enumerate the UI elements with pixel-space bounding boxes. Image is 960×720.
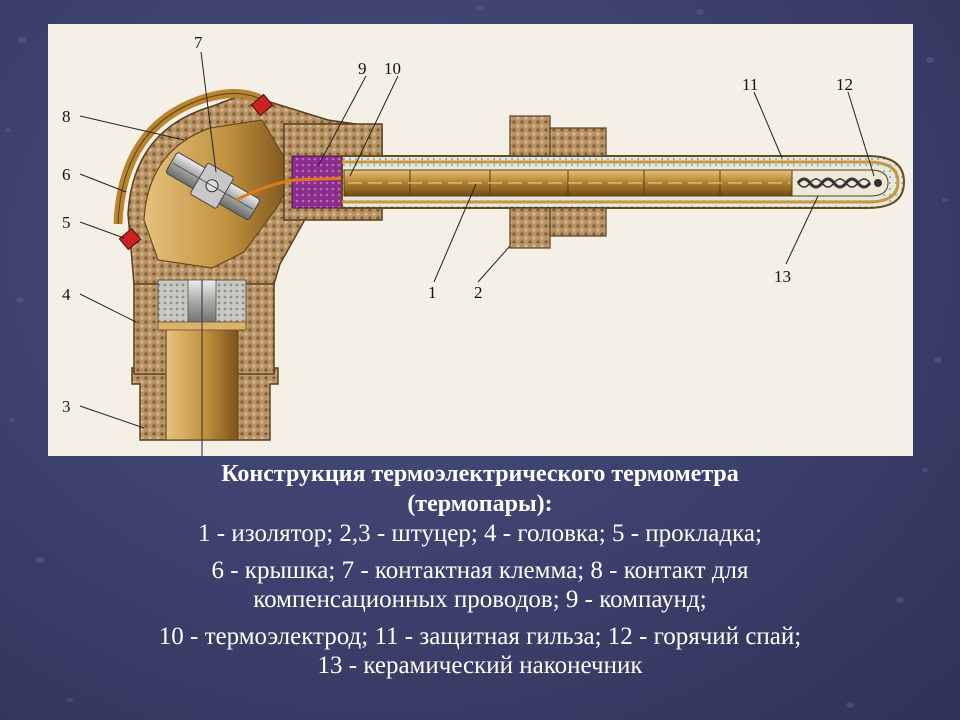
label-10: 10	[384, 59, 401, 78]
label-12: 12	[836, 75, 853, 94]
label-7: 7	[194, 33, 203, 52]
fitting-2	[509, 115, 607, 249]
label-13: 13	[774, 267, 791, 286]
compound-9	[291, 155, 343, 209]
caption-line-2: 6 - крышка; 7 - контактная клемма; 8 - к…	[211, 557, 749, 584]
label-1: 1	[428, 283, 437, 302]
caption-line-3: компенсационных проводов; 9 - компаунд;	[253, 586, 707, 613]
label-2: 2	[474, 283, 483, 302]
label-9: 9	[358, 59, 367, 78]
label-11: 11	[742, 75, 758, 94]
thermocouple-diagram: 7 8 6 5 4 3 9 10 11 12 1 2 13	[62, 33, 906, 456]
caption-title-line1: Конструкция термоэлектрического термомет…	[221, 461, 739, 487]
label-5: 5	[62, 213, 71, 232]
ceramic-tip-13	[791, 169, 889, 197]
thermoelectrode-10	[343, 169, 793, 197]
caption: Конструкция термоэлектрического термомет…	[0, 459, 960, 680]
hot-junction-12	[874, 179, 882, 187]
terminal-7	[165, 152, 260, 221]
caption-line-1: 1 - изолятор; 2,3 - штуцер; 4 - головка;…	[198, 520, 762, 547]
label-3: 3	[62, 397, 71, 416]
gasket-5-bottom	[118, 227, 142, 251]
label-6: 6	[62, 165, 71, 184]
diagram-panel: 7 8 6 5 4 3 9 10 11 12 1 2 13	[48, 24, 913, 456]
gasket-5-top	[250, 93, 274, 117]
label-8: 8	[62, 107, 71, 126]
label-4: 4	[62, 285, 71, 304]
caption-title-line2: (термопары):	[407, 491, 553, 517]
caption-line-4: 10 - термоэлектрод; 11 - защитная гильза…	[158, 623, 802, 650]
leader-lines	[79, 51, 875, 429]
caption-line-5: 13 - керамический наконечник	[317, 652, 643, 679]
